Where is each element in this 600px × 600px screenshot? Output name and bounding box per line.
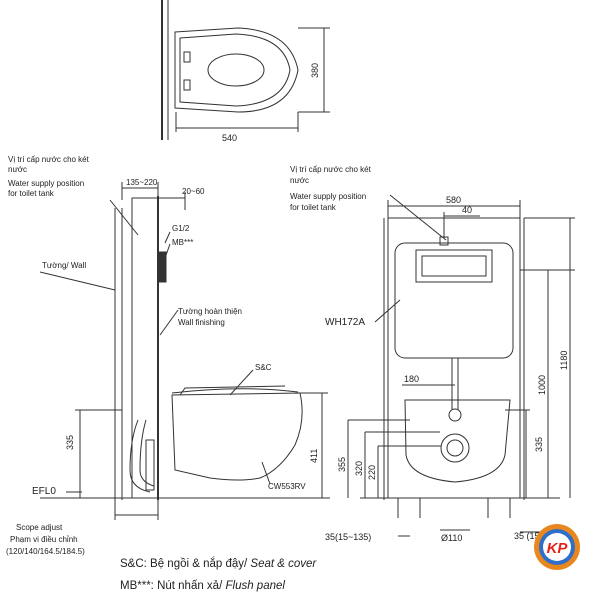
front-dim-35-right: 35 (15 xyxy=(514,531,540,541)
front-dim-580: 580 xyxy=(446,195,461,205)
front-dim-220: 220 xyxy=(367,465,377,480)
top-depth-dim: 380 xyxy=(310,63,320,78)
sc-label: S&C xyxy=(255,363,272,372)
front-water-supply-vi-2: nước xyxy=(290,176,309,185)
legend-sc-en: Seat & cover xyxy=(250,558,317,570)
mb-label: MB*** xyxy=(172,238,193,247)
front-view xyxy=(347,194,575,537)
kp-logo: KP xyxy=(534,524,580,570)
front-dim-35-left: 35(15~135) xyxy=(325,532,371,542)
svg-text:KP: KP xyxy=(547,540,569,557)
wall-label: Tường/ Wall xyxy=(42,261,86,270)
side-dim-335: 335 xyxy=(65,435,75,450)
side-view xyxy=(39,182,330,520)
legend-flush-panel: MB***: Nút nhấn xả/ Flush panel xyxy=(120,580,285,592)
top-view xyxy=(161,0,330,140)
front-water-supply-en-1: Water supply position xyxy=(290,192,366,201)
side-water-supply-en-2: for toilet tank xyxy=(8,189,55,198)
front-water-supply-vi-1: Vị trí cấp nước cho két xyxy=(290,165,372,174)
dim-135-220: 135~220 xyxy=(126,178,158,187)
legend-mb-en: Flush panel xyxy=(225,580,285,592)
legend-seat-cover: S&C: Bệ ngồi & nắp đậy/ Seat & cover xyxy=(120,558,316,570)
front-water-supply-en-2: for toilet tank xyxy=(290,203,337,212)
legend-mb-prefix: MB***: Nút nhấn xả/ xyxy=(120,580,226,592)
legend-sc-prefix: S&C: Bệ ngồi & nắp đậy/ xyxy=(120,558,251,570)
front-dim-1180: 1180 xyxy=(559,351,569,370)
bowl-model-label: CW553RV xyxy=(268,482,306,491)
side-water-supply-vi-2: nước xyxy=(8,165,27,174)
front-dim-320: 320 xyxy=(354,461,364,476)
side-dim-411: 411 xyxy=(309,449,319,463)
front-dim-40: 40 xyxy=(462,205,472,215)
front-dim-110: Ø110 xyxy=(441,533,462,543)
front-dim-180: 180 xyxy=(404,374,419,384)
wall-finish-en: Wall finishing xyxy=(178,318,225,327)
front-dim-335: 335 xyxy=(534,437,544,452)
dim-20-60: 20~60 xyxy=(182,187,205,196)
wall-finish-vi: Tường hoàn thiện xyxy=(178,307,242,316)
side-water-supply-en-1: Water supply position xyxy=(8,179,84,188)
front-dim-355: 355 xyxy=(337,457,347,472)
range-vi-label: Phạm vi điều chỉnh xyxy=(10,535,78,544)
g12-label: G1/2 xyxy=(172,224,190,233)
efl-label: EFL0 xyxy=(32,486,56,497)
front-dim-1000: 1000 xyxy=(537,375,547,395)
top-width-dim: 540 xyxy=(222,133,237,143)
scope-adjust-label: Scope adjust xyxy=(16,523,63,532)
side-water-supply-vi-1: Vị trí cấp nước cho két xyxy=(8,155,90,164)
range-values-label: (120/140/164.5/184.5) xyxy=(6,547,85,556)
frame-model-label: WH172A xyxy=(325,317,365,328)
